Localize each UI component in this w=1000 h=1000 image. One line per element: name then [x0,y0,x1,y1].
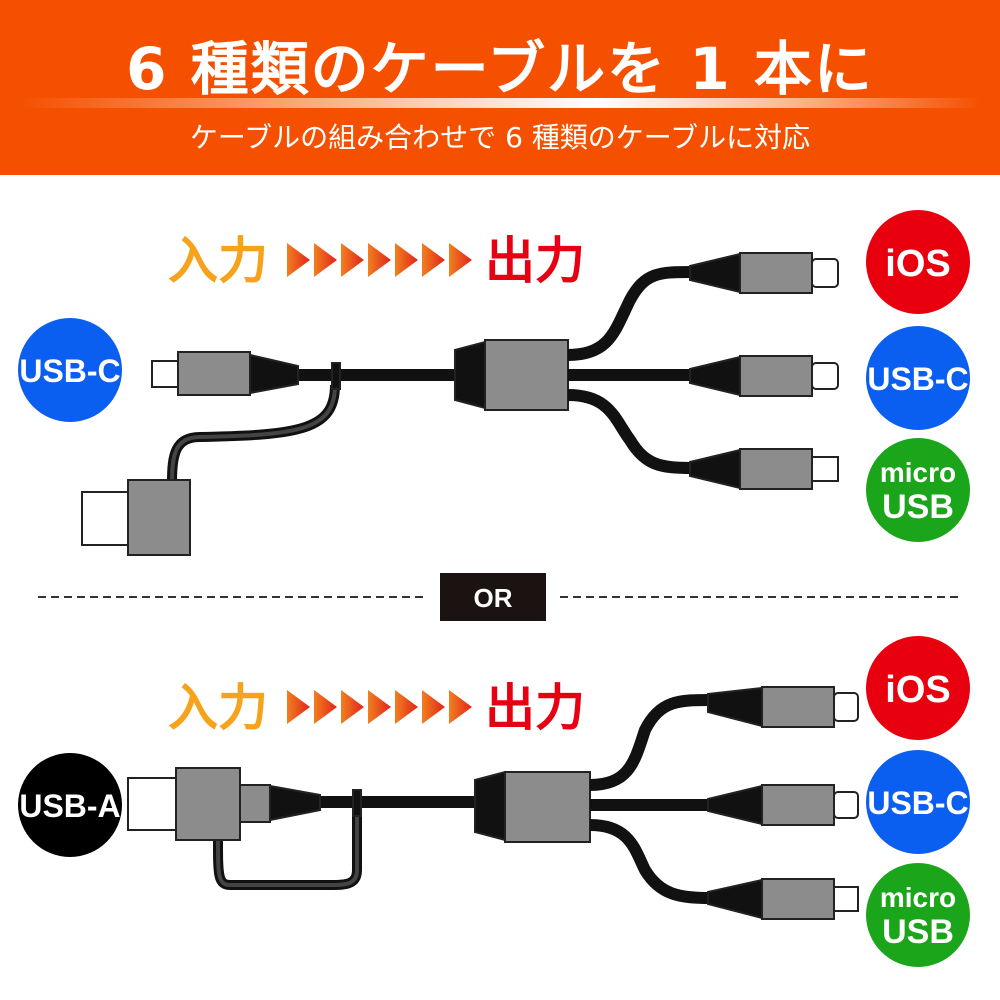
usb-a-tip [81,491,131,546]
ios-connector [707,686,859,728]
usb-c-connector [707,784,859,826]
svg-text:入力: 入力 [168,679,268,737]
usb-c-adapter [239,784,271,823]
cable-set-1 [81,252,839,556]
svg-text:micro: micro [880,882,956,913]
input-label: 入力 [168,232,268,290]
glow-divider [20,98,980,108]
svg-text:USB-C: USB-C [867,785,968,821]
usb-c-connector [689,355,839,397]
usb-c-input-connector [177,351,251,396]
or-divider: OR [38,573,962,621]
svg-text:OR: OR [474,583,513,613]
svg-text:USB: USB [882,913,954,951]
cable-set-2 [127,686,859,920]
svg-text:USB-A: USB-A [19,788,120,824]
badge-usb-c: USB-C [866,326,970,430]
flow-label-2: 入力 出力 [168,679,585,737]
svg-text:USB-C: USB-C [867,361,968,397]
output-label: 出力 [485,232,585,290]
splitter-hub [504,771,591,843]
arrow-chevrons [287,243,472,277]
badge-usb-c: USB-C [866,750,970,854]
micro-usb-connector [689,448,839,490]
svg-text:USB-C: USB-C [19,353,120,389]
badge-usb-c-input: USB-C [18,318,122,422]
svg-text:USB: USB [882,488,954,526]
svg-text:micro: micro [880,457,956,488]
usb-a-input-connector [175,767,241,841]
svg-text:iOS: iOS [885,669,950,711]
flow-label-1: 入力 出力 [168,232,585,290]
badge-usb-a-input: USB-A [18,753,122,857]
usb-a-adapter [127,479,191,556]
ios-connector [689,252,839,294]
svg-text:iOS: iOS [885,243,950,285]
header-banner: 6 種類のケーブルを 1 本に ケーブルの組み合わせで 6 種類のケーブルに対応 [0,0,1000,175]
badge-ios: iOS [866,210,970,314]
badge-ios: iOS [866,636,970,740]
svg-text:出力: 出力 [485,679,585,737]
splitter-hub [484,339,569,411]
micro-usb-connector [707,878,859,920]
cable-clip [331,362,341,390]
page-title: 6 種類のケーブルを 1 本に [126,35,874,103]
page-subtitle: ケーブルの組み合わせで 6 種類のケーブルに対応 [189,121,811,154]
